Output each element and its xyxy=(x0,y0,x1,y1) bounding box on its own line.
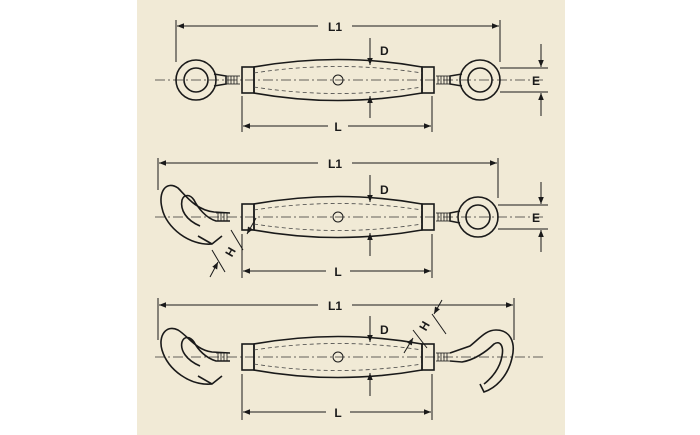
drawing-sheet: L1 D L E xyxy=(137,0,565,435)
label-d: D xyxy=(380,183,389,197)
label-l: L xyxy=(334,120,341,134)
label-e: E xyxy=(532,74,540,88)
diagram-hook-hook: L1 D L H xyxy=(155,298,545,420)
label-d: D xyxy=(380,323,389,337)
label-l: L xyxy=(334,406,341,420)
diagram-eye-eye: L1 D L E xyxy=(155,20,548,134)
label-h: H xyxy=(416,319,432,334)
label-l: L xyxy=(334,265,341,279)
label-h: H xyxy=(222,245,238,260)
diagram-hook-eye: L1 D L E H xyxy=(155,157,548,279)
label-l1: L1 xyxy=(328,157,342,171)
label-d: D xyxy=(380,44,389,58)
label-l1: L1 xyxy=(328,20,342,34)
label-l1: L1 xyxy=(328,299,342,313)
label-e: E xyxy=(532,211,540,225)
